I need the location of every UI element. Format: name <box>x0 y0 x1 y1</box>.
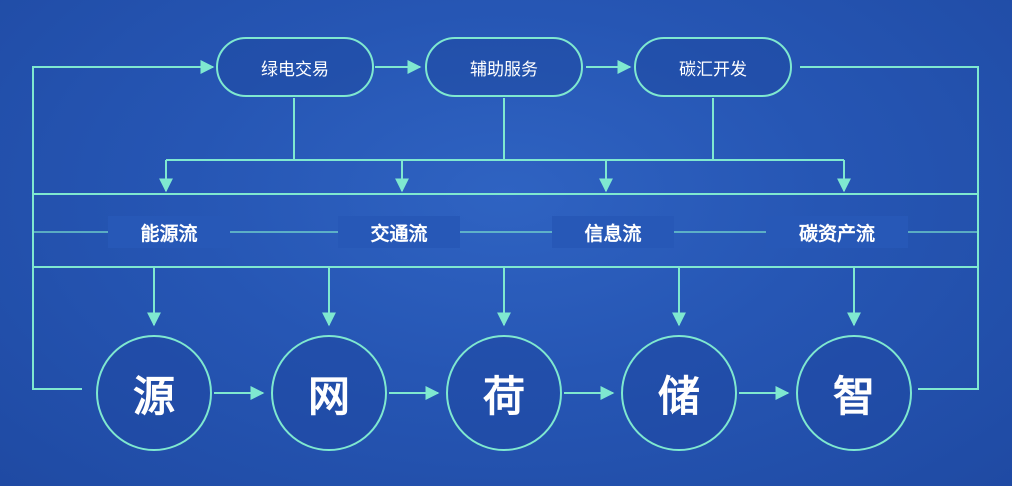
node-grid: 网 <box>271 335 387 451</box>
right-loop-line <box>800 66 979 390</box>
carbon-asset-flow-label: 碳资产流 <box>766 216 908 248</box>
left-loop-arrow <box>32 60 215 390</box>
carbon-sink-development-pill: 碳汇开发 <box>634 37 792 97</box>
pill-label: 碳汇开发 <box>679 59 747 80</box>
pill-label: 辅助服务 <box>470 59 538 80</box>
node-smart: 智 <box>796 335 912 451</box>
traffic-flow-label: 交通流 <box>338 216 460 248</box>
green-power-trading-pill: 绿电交易 <box>216 37 374 97</box>
node-storage: 储 <box>621 335 737 451</box>
energy-flow-label: 能源流 <box>108 216 230 248</box>
pill-label: 绿电交易 <box>261 59 329 80</box>
ancillary-services-pill: 辅助服务 <box>425 37 583 97</box>
node-load: 荷 <box>446 335 562 451</box>
node-source: 源 <box>96 335 212 451</box>
information-flow-label: 信息流 <box>552 216 674 248</box>
